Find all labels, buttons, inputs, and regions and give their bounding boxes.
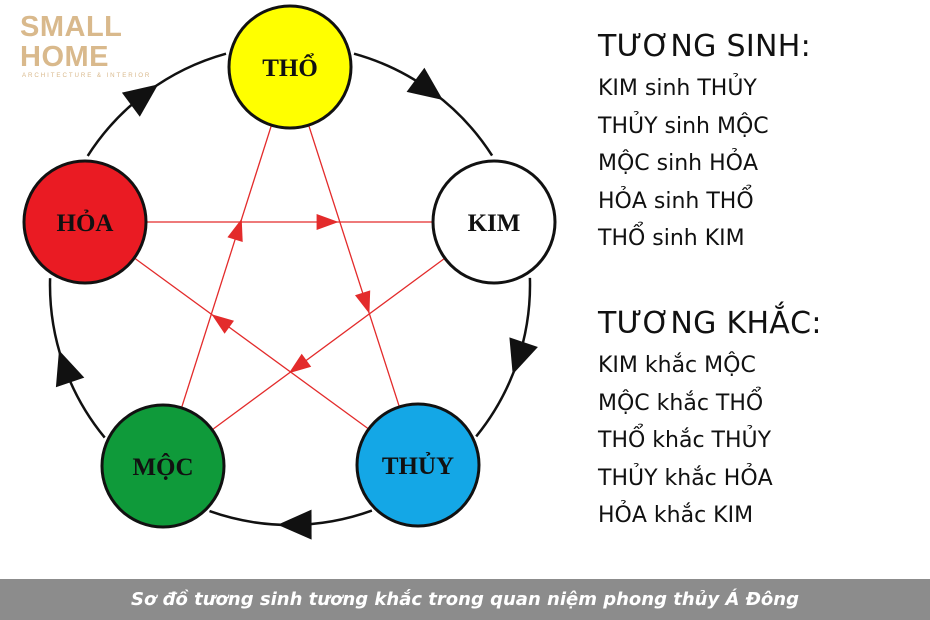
tuong-sinh-rule: MỘC sinh HỎA [598,151,759,176]
logo-tagline: ARCHITECTURE & INTERIOR [22,72,152,79]
generating-cycle [48,52,538,540]
generating-arc-hoa-tho [86,52,227,157]
generating-arrowhead-thuy-moc [277,509,312,540]
controlling-line-moc-tho [179,119,274,414]
controlling-cycle [129,119,451,434]
element-circle-hoa [22,159,148,285]
element-node-kim: KIM [431,159,557,285]
controlling-arrowhead-kim-moc [288,353,312,374]
element-label-tho: THỔ [262,53,318,82]
logo: SMALL HOME ARCHITECTURE & INTERIOR [20,12,200,79]
generating-arrowhead-kim-thuy [509,337,538,375]
controlling-arrowhead-hoa-kim [316,214,339,230]
tuong-sinh-rule: HỎA sinh THỔ [598,188,754,214]
element-circle-moc [100,403,226,529]
tuong-khac-rule: MỘC khắc THỔ [598,390,764,416]
controlling-line-tho-thuy [306,119,402,413]
generating-arrowhead-moc-hoa [55,350,85,388]
element-node-moc: MỘC [100,403,226,529]
controlling-arrowhead-thuy-hoa [211,314,234,334]
element-label-thuy: THỦY [382,452,454,480]
controlling-arrowhead-tho-thuy [355,290,371,314]
generating-arc-tho-kim [353,52,494,157]
element-label-kim: KIM [468,210,521,237]
five-elements-diagram: THỔ KIM THỦY MỘC HỎA [22,4,557,540]
tuong-khac-heading: TƯƠNG KHẮC: [598,306,822,341]
generating-arc-moc-hoa [48,278,106,439]
generating-arrowhead-hoa-tho [121,84,159,117]
logo-brand: SMALL HOME [20,11,122,73]
tuong-khac-rule: THỦY khắc HỎA [598,465,773,491]
element-label-hoa: HỎA [57,209,114,237]
controlling-arrowhead-moc-tho [227,218,243,242]
element-circle-kim [431,159,557,285]
element-node-hoa: HỎA [22,159,148,285]
generating-arrowhead-tho-kim [406,67,443,100]
element-circle-thuy [355,402,481,528]
element-nodes: THỔ KIM THỦY MỘC HỎA [22,4,557,529]
element-node-tho: THỔ [227,4,353,130]
tuong-khac-panel: TƯƠNG KHẮC: KIM khắc MỘC MỘC khắc THỔ TH… [598,305,822,535]
tuong-sinh-heading: TƯƠNG SINH: [598,29,811,64]
tuong-sinh-rule: KIM sinh THỦY [598,76,757,101]
tuong-sinh-panel: TƯƠNG SINH: KIM sinh THỦY THỦY sinh MỘC … [598,28,811,258]
element-node-thuy: THỦY [355,402,481,528]
tuong-khac-rule: HỎA khắc KIM [598,503,754,528]
caption-bar: Sơ đồ tương sinh tương khắc trong quan n… [0,579,930,620]
tuong-khac-rule: KIM khắc MỘC [598,353,756,378]
tuong-sinh-rule: THỦY sinh MỘC [598,113,769,139]
element-circle-tho [227,4,353,130]
caption-text: Sơ đồ tương sinh tương khắc trong quan n… [131,589,799,610]
tuong-sinh-rule: THỔ sinh KIM [598,226,745,251]
controlling-line-thuy-hoa [129,253,374,434]
tuong-khac-rule: THỔ khắc THỦY [598,428,772,453]
controlling-line-kim-moc [206,254,451,434]
element-label-moc: MỘC [132,453,193,481]
